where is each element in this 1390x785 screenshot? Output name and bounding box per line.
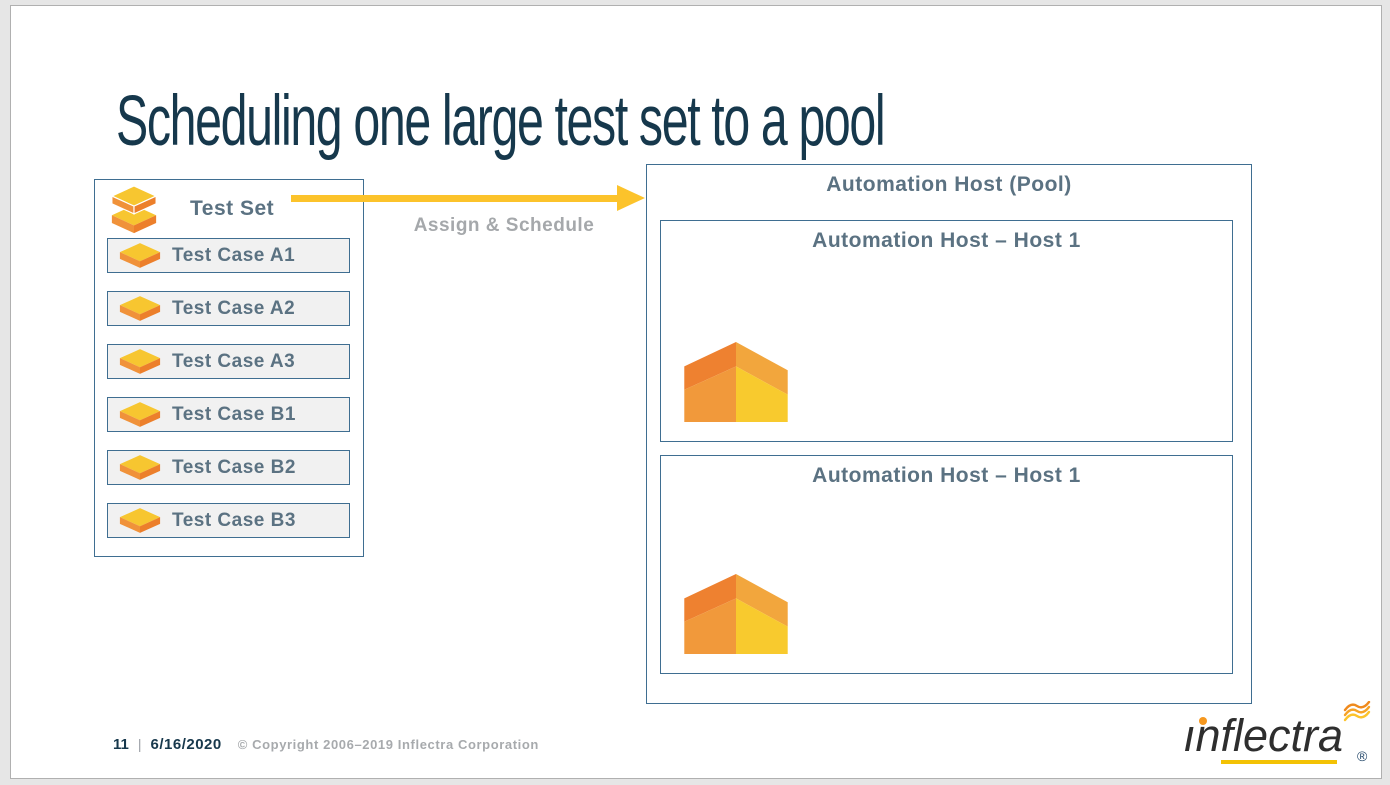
automation-host-house-icon [684, 574, 788, 654]
test-case-label: Test Case A3 [172, 350, 296, 372]
page-title: Scheduling one large test set to a pool [116, 82, 886, 161]
test-case-label: Test Case B1 [172, 403, 296, 425]
assign-arrow-icon [617, 185, 645, 211]
pool-title: Automation Host (Pool) [826, 173, 1072, 196]
slide-footer: 11 | 6/16/2020 © Copyright 2006–2019 Inf… [113, 736, 539, 753]
automation-host-title: Automation Host – Host 1 [812, 464, 1081, 487]
test-case-layer-icon [119, 296, 161, 321]
inflectra-logo-text: ınflectra [1183, 710, 1344, 761]
test-case-row: Test Case A1 [107, 238, 350, 273]
automation-host-box: Automation Host – Host 1 [660, 220, 1233, 442]
test-case-label: Test Case B2 [172, 456, 296, 478]
footer-date: 6/16/2020 [150, 736, 222, 753]
automation-host-pool-panel: Automation Host (Pool) Automation Host –… [646, 164, 1252, 704]
test-set-stack-icon [110, 185, 158, 234]
test-case-label: Test Case A1 [172, 244, 296, 266]
host-list: Automation Host – Host 1 Automation Host… [647, 165, 1251, 703]
inflectra-logo: ınflectra ® [1171, 701, 1381, 769]
test-case-layer-icon [119, 508, 161, 533]
automation-host-house-icon [684, 342, 788, 422]
test-case-layer-icon [119, 455, 161, 480]
assign-schedule-label: Assign & Schedule [413, 215, 595, 236]
test-case-label: Test Case A2 [172, 297, 296, 319]
footer-separator: | [137, 736, 142, 752]
test-case-row: Test Case B3 [107, 503, 350, 538]
test-case-layer-icon [119, 243, 161, 268]
automation-host-title: Automation Host – Host 1 [812, 229, 1081, 252]
logo-underline [1221, 760, 1337, 764]
test-case-row: Test Case B1 [107, 397, 350, 432]
test-case-layer-icon [119, 349, 161, 374]
test-case-label: Test Case B3 [172, 509, 296, 531]
logo-i-dot-icon [1199, 717, 1207, 725]
page-number: 11 [113, 736, 129, 753]
test-set-panel: Test Set Test Case A1 Test Case A2 Test … [94, 179, 364, 557]
test-case-list: Test Case A1 Test Case A2 Test Case A3 T… [107, 238, 350, 538]
slide: Scheduling one large test set to a pool [10, 5, 1382, 779]
registered-trademark: ® [1357, 748, 1368, 764]
test-case-row: Test Case A3 [107, 344, 350, 379]
assign-arrow-line [291, 195, 617, 202]
test-case-layer-icon [119, 402, 161, 427]
flame-squiggle-icon [1343, 701, 1371, 722]
test-case-row: Test Case A2 [107, 291, 350, 326]
test-set-header: Test Set [95, 185, 363, 237]
automation-host-box: Automation Host – Host 1 [660, 455, 1233, 674]
test-set-title: Test Set [190, 197, 275, 220]
copyright-text: © Copyright 2006–2019 Inflectra Corporat… [237, 737, 539, 752]
test-case-row: Test Case B2 [107, 450, 350, 485]
